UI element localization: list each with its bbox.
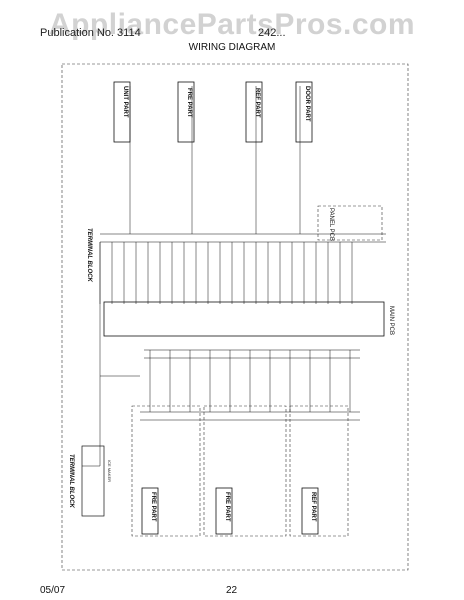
publication-number: Publication No. 3114 [40, 27, 141, 39]
unit-part-label: UNIT PART [122, 86, 128, 118]
door-part-label: DOOR PART [304, 86, 310, 122]
fre-part-mid-label: FRE PART [224, 492, 230, 522]
fre-part-top-label: FRE PART [186, 88, 192, 118]
footer-date: 05/07 [40, 585, 66, 596]
page-number: 22 [226, 585, 238, 596]
ref-part-top-label: REF PART [254, 88, 260, 118]
page-title: WIRING DIAGRAM [188, 42, 276, 53]
fre-part-bottom-label: FRE PART [150, 492, 156, 522]
ref-part-bottom-label: REF PART [310, 492, 316, 522]
watermark-logo: AppliancePartsPros.com [48, 8, 416, 41]
terminal-block-top-label: TERMINAL BLOCK [86, 228, 92, 283]
terminal-block-left-label: TERMINAL BLOCK [68, 454, 74, 509]
upper-connector-row [100, 233, 386, 243]
model-number: 242... [258, 27, 286, 39]
wiring-diagram: UNIT PART FRE PART REF PART DOOR PART PA… [61, 63, 409, 571]
main-pcb-label: MAIN PCB [388, 306, 394, 335]
ice-maker-label: ICE MAKER [107, 460, 112, 482]
panel-pcb-label: PANEL PCB [328, 208, 334, 241]
label-box-group [113, 81, 313, 143]
